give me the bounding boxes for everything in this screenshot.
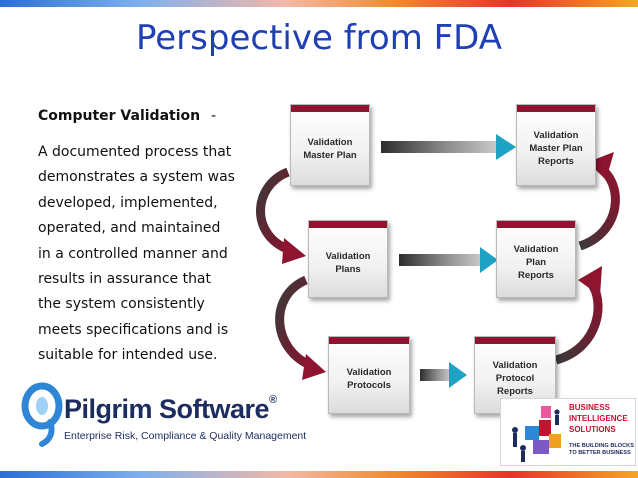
box-label: Validation Plan [513,244,559,268]
arrow-protocols-to-reports [420,362,467,388]
box-label: Master Plan [303,149,357,161]
bis-line: INTELLIGENCE [569,414,628,423]
definition-line: in a controlled manner and [38,245,228,262]
box-validation-plans: Validation Plans [308,220,388,298]
box-cap [497,221,575,228]
box-label: Protocols [347,379,391,391]
definition-line: operated, and maintained [38,220,221,237]
box-label: Validation [346,366,392,378]
box-label: Validation [533,130,579,141]
box-label: Reports [518,270,554,281]
box-cap [517,105,595,112]
box-validation-plan-reports: Validation Plan Reports [496,220,576,298]
box-label: Reports [538,156,574,167]
bis-logo: BUSINESS INTELLIGENCE SOLUTIONS THE BUIL… [500,398,636,466]
pilgrim-name: Pilgrim Software [64,394,270,424]
definition-line: suitable for intended use. [38,347,218,364]
pilgrim-logo-icon [21,382,63,447]
bis-line: SOLUTIONS [569,425,616,434]
definition-text: A documented process that demonstrates a… [38,140,263,369]
section-heading-text: Computer Validation [38,108,201,124]
building-blocks-icon [512,406,561,462]
box-label: Validation Plans [325,250,371,275]
arrow-plans-to-reports [399,247,498,273]
box-validation-master-plan: Validation Master Plan [290,104,370,186]
top-gradient-bar [0,0,638,7]
arrow-protocol-reports-to-plan-reports [554,266,603,365]
box-label: Validation [492,360,538,371]
pilgrim-logo-text: Pilgrim Software® [64,394,277,425]
pilgrim-tagline: Enterprise Risk, Compliance & Quality Ma… [64,430,307,442]
definition-line: results in assurance that [38,271,212,288]
registered-mark: ® [269,394,277,406]
box-cap [475,337,555,344]
box-cap [329,337,409,344]
bottom-gradient-bar [0,471,638,478]
definition-line: meets specifications and is [38,321,229,338]
box-cap [309,221,387,228]
bis-subline: TO BETTER BUSINESS [569,450,631,456]
box-cap [291,105,369,112]
arrow-master-plan-to-plans [256,167,306,264]
definition-line: demonstrates a system was [38,169,235,186]
arrow-plan-reports-to-master-reports [578,152,620,251]
box-validation-master-plan-reports: Validation Master Plan Reports [516,104,596,186]
slide-title: Perspective from FDA [135,18,503,58]
box-label: Master Plan [529,143,583,154]
section-heading: Computer Validation - [38,108,216,124]
bis-line: BUSINESS [569,403,610,412]
box-label: Validation [307,136,353,148]
definition-line: A documented process that [38,144,232,160]
definition-line: developed, implemented, [38,194,218,211]
definition-line: the system consistently [38,296,205,313]
arrow-master-plan-to-reports [381,134,516,160]
section-heading-dash: - [210,108,217,124]
bis-subline: THE BUILDING BLOCKS [569,443,634,449]
box-label: Protocol Reports [495,373,535,397]
box-validation-protocols: Validation Protocols [328,336,410,414]
arrow-plans-to-protocols [275,275,326,380]
